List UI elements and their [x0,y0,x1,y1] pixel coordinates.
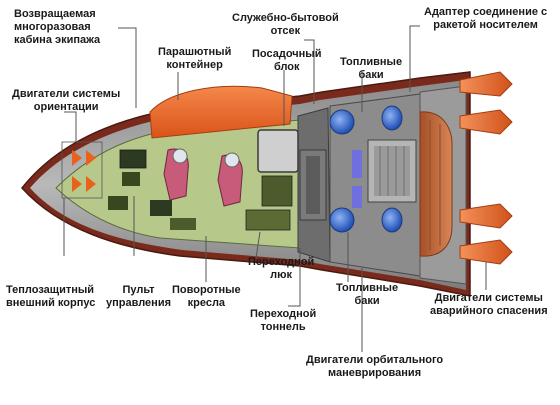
label-orbital-engines: Двигатели орбитального маневрирования [306,354,444,379]
label-transfer-hatch: Переходной люк [248,256,315,281]
label-attitude-engines: Двигатели системы ориентации [12,88,121,113]
label-fuel-tanks-bottom: Топливные баки [336,282,399,307]
label-adapter: Адаптер соединение с ракетой носителем [424,6,548,31]
adapter [419,111,453,257]
label-return-cabin: Возвращаемая многоразовая кабина экипажа [14,8,101,46]
label-swivel-seats: Поворотные кресла [172,284,241,309]
service-machinery [367,139,417,203]
label-control-panel: Пульт управления [106,284,172,309]
label-heat-shield: Теплозащитный внешний корпус [6,284,96,309]
control-panel-equipment [108,149,196,230]
attitude-engine-frame [61,141,103,199]
label-transfer-tunnel: Переходной тоннель [250,308,317,333]
escape-engines [459,71,513,265]
label-service-compartment: Служебно-бытовой отсек [232,12,339,37]
parachute-container [149,85,293,139]
landing-block [257,129,299,173]
attitude-engines [72,150,96,192]
fuel-tanks [329,105,403,233]
label-fuel-tanks-top: Топливные баки [340,56,403,81]
label-landing-block: Посадочный блок [252,48,322,73]
leader-lines [63,25,487,352]
label-parachute-container: Парашютный контейнер [158,46,232,71]
label-escape-engines: Двигатели системы аварийного спасения [430,292,548,317]
swivel-seats [163,148,243,207]
